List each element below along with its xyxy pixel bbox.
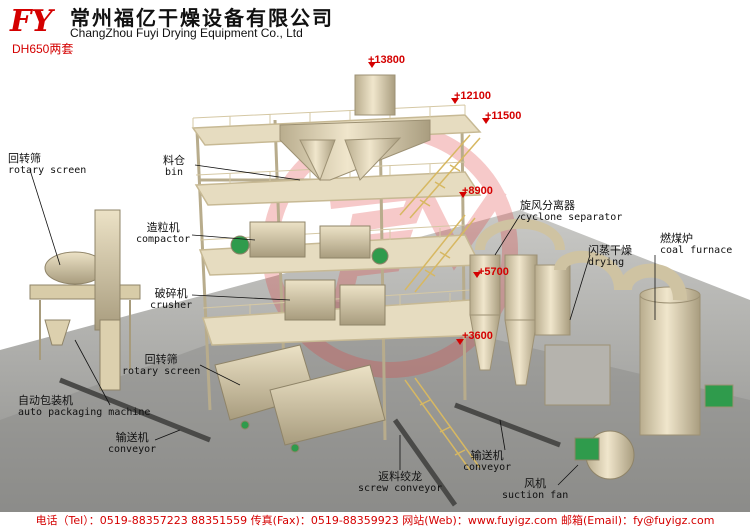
elevation-5700: +5700: [478, 266, 509, 278]
label-cn: 旋风分离器: [520, 199, 575, 212]
label-en: suction fan: [502, 490, 569, 501]
model-label: DH650两套: [12, 42, 74, 56]
packaging-machine: [44, 319, 121, 391]
rotary-screen-left: [29, 209, 141, 370]
label-cn: 输送机: [470, 449, 504, 462]
elevation-markers: [368, 62, 490, 345]
label-rotary-screen-top: 回转筛 rotary screen: [8, 153, 86, 177]
label-drying: 闪蒸干燥 drying: [588, 245, 632, 269]
label-auto-packaging: 自动包装机 auto packaging machine: [18, 395, 150, 419]
label-en: crusher: [150, 300, 193, 311]
label-cn: 破碎机: [154, 287, 188, 300]
label-cn: 闪蒸干燥: [588, 244, 632, 257]
compactor-machine: [230, 221, 389, 265]
label-conveyor-right: 输送机 conveyor: [463, 450, 511, 474]
elevation-3600: +3600: [462, 330, 493, 342]
label-en: auto packaging machine: [18, 407, 151, 418]
company-name-en: ChangZhou Fuyi Drying Equipment Co., Ltd: [70, 26, 303, 40]
label-crusher: 破碎机 crusher: [150, 288, 192, 312]
label-coal-furnace: 燃煤炉 coal furnace: [660, 233, 732, 257]
label-en: compactor: [136, 234, 191, 245]
logo-text: FY: [9, 4, 55, 37]
leader-lines: [29, 164, 656, 486]
label-cn: 料仓: [163, 154, 185, 167]
elevation-12100: +12100: [454, 90, 492, 102]
label-cn: 造粒机: [146, 221, 180, 234]
fy-logo: FY: [9, 4, 55, 37]
company-name-cn: 常州福亿干燥设备有限公司: [70, 6, 334, 30]
label-rotary-screen-mid: 回转筛 rotary screen: [122, 354, 200, 378]
label-cn: 返料绞龙: [378, 470, 423, 483]
staircase: [399, 134, 481, 471]
label-cn: 回转筛: [144, 353, 178, 366]
label-cn: 自动包装机: [18, 394, 73, 407]
contact-footer: 电话（Tel）：0519-88357223 88351559 传真(Fax)：0…: [35, 514, 715, 527]
label-cyclone-separator: 旋风分离器 cyclone separator: [520, 200, 622, 224]
rotary-screen-drums: [214, 344, 386, 453]
label-cn: 风机: [524, 477, 547, 490]
label-compactor: 造粒机 compactor: [136, 222, 190, 246]
suction-fan: [574, 430, 635, 480]
label-en: conveyor: [108, 444, 157, 455]
crusher-machine: [284, 279, 386, 326]
elevation-11500: +11500: [485, 110, 522, 122]
label-en: drying: [588, 257, 625, 268]
label-en: rotary screen: [8, 165, 87, 176]
label-en: bin: [164, 167, 184, 178]
label-cn: 回转筛: [8, 152, 41, 165]
label-en: screw conveyor: [358, 483, 443, 494]
label-suction-fan: 风机 suction fan: [502, 478, 568, 502]
coal-furnace: [618, 263, 734, 436]
label-conveyor-left: 输送机 conveyor: [108, 432, 156, 456]
label-en: cyclone separator: [520, 212, 623, 223]
cyclone-separators: [469, 218, 565, 386]
label-bin: 料仓 bin: [163, 155, 185, 179]
bin-hopper: [279, 74, 431, 182]
elevation-8900: +8900: [462, 185, 493, 197]
label-cn: 燃煤炉: [660, 232, 693, 245]
label-cn: 输送机: [115, 431, 149, 444]
elevation-13800: +13800: [368, 54, 406, 66]
label-screw-conveyor: 返料绞龙 screw conveyor: [358, 471, 442, 495]
conveyors: [59, 377, 561, 507]
label-en: conveyor: [463, 462, 512, 473]
flash-dryer: [534, 251, 626, 406]
label-en: coal furnace: [660, 245, 733, 256]
label-en: rotary screen: [122, 366, 201, 377]
